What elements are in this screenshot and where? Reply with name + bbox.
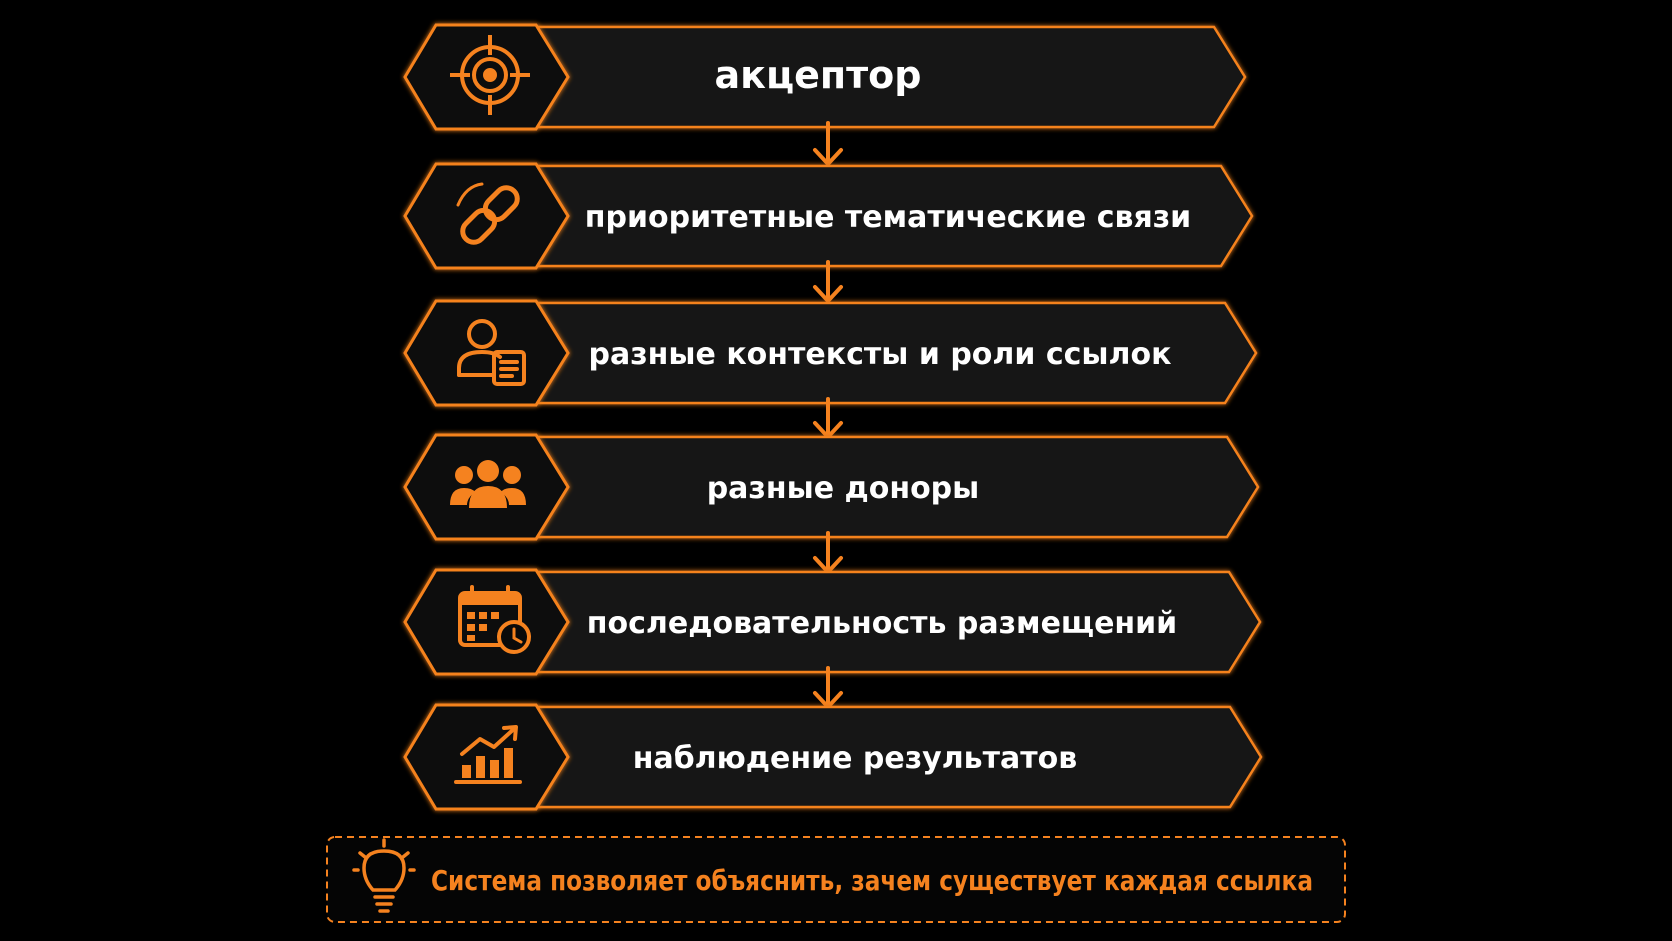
step-label: разные контексты и роли ссылок <box>589 337 1172 372</box>
step-label: приоритетные тематические связи <box>585 200 1191 235</box>
icon-hexagon <box>403 568 570 676</box>
target-icon <box>450 35 530 115</box>
group-users-icon <box>450 460 526 508</box>
user-document-icon <box>457 319 526 386</box>
note-box: Система позволяет объяснить, зачем сущес… <box>326 836 1346 923</box>
step-monitor-results: наблюдение результатов <box>403 703 1263 811</box>
step-donors: разные доноры <box>403 433 1260 541</box>
step-label: разные доноры <box>707 471 980 506</box>
note-text: Система позволяет объяснить, зачем сущес… <box>431 864 1313 897</box>
flow-arrow <box>813 121 843 166</box>
link-accent-icon <box>456 182 484 207</box>
growth-chart-icon <box>454 725 522 784</box>
step-label: акцептор <box>715 53 922 97</box>
step-acceptor: акцептор <box>403 23 1247 131</box>
note-frame <box>326 836 1346 923</box>
flow-arrow <box>813 666 843 709</box>
flow-arrow <box>813 397 843 439</box>
step-contexts-roles: разные контексты и роли ссылок <box>403 299 1258 407</box>
step-label: последовательность размещений <box>587 606 1177 641</box>
calendar-clock-icon <box>458 585 531 654</box>
step-label: наблюдение результатов <box>633 741 1078 776</box>
flow-arrow <box>813 260 843 303</box>
flow-arrow <box>813 531 843 574</box>
link-chain-icon <box>460 185 520 245</box>
icon-hexagon <box>403 703 570 811</box>
lightbulb-icon <box>352 838 416 913</box>
step-priority-links: приоритетные тематические связи <box>403 162 1254 270</box>
step-placement-sequence: последовательность размещений <box>403 568 1262 676</box>
